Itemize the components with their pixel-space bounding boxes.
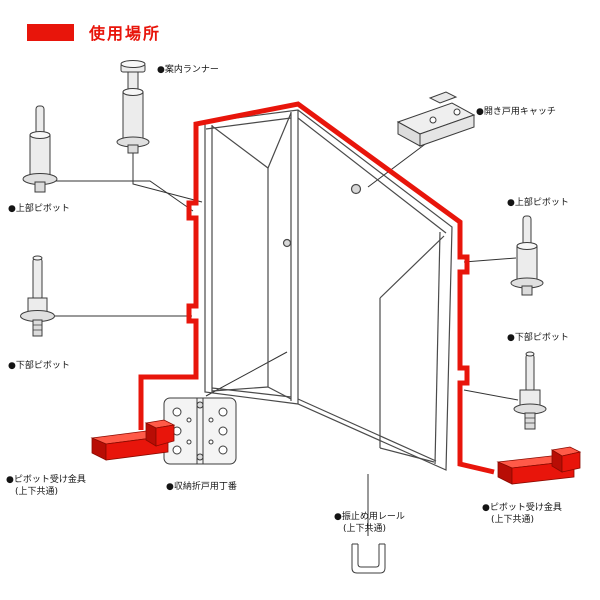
door-outline [204, 109, 453, 471]
title-swatch [27, 24, 74, 41]
label-lower-pivot-right: ●下部ピボット [507, 333, 569, 343]
label-pivot-receiver-left-sub: (上下共通) [15, 487, 59, 498]
lower-pivot-right-drawing [513, 351, 547, 430]
door-fold-right-bottom [379, 447, 435, 463]
label-rail: ●振止め用レール (上下共通) [334, 511, 405, 535]
rail-channel-drawing [351, 543, 386, 574]
page-title: 使用場所 [89, 24, 162, 43]
part-drawings [20, 60, 547, 574]
label-lower-pivot-left: ●下部ピボット [8, 361, 70, 371]
guide-runner-drawing [116, 60, 150, 154]
label-upper-pivot-right: ●上部ピボット [507, 198, 569, 208]
door-fold-top-left [211, 112, 292, 169]
label-pivot-receiver-left: ●ピボット受け金具 (上下共通) [6, 474, 86, 498]
leader-upper-pivot-left [52, 180, 194, 212]
lower-pivot-left-drawing [20, 255, 55, 337]
door-right-stile-inner [434, 231, 441, 465]
door-top-rail-inner-left [205, 117, 292, 130]
leader-lower-pivot-right [463, 389, 519, 401]
upper-pivot-right-drawing [510, 215, 544, 296]
label-pivot-receiver-right: ●ピボット受け金具 (上下共通) [482, 502, 562, 526]
red-route [138, 101, 495, 475]
folding-door-hinge-drawing [163, 397, 237, 465]
pivot-receiver-left-drawing [90, 419, 176, 461]
label-door-catch: ●開き戸用キャッチ [476, 107, 556, 117]
label-rail-main: ●振止め用レール [334, 512, 405, 522]
pivot-receiver-right-drawing [496, 446, 582, 485]
leader-runner [132, 152, 203, 203]
leader-upper-pivot-right [463, 257, 517, 263]
label-rail-sub: (上下共通) [343, 524, 387, 535]
label-pivot-receiver-right-main: ●ピボット受け金具 [482, 503, 562, 513]
label-pivot-receiver-right-sub: (上下共通) [491, 515, 535, 526]
upper-pivot-left-drawing [22, 105, 58, 193]
label-pivot-receiver-left-main: ●ピボット受け金具 [6, 475, 86, 485]
door-catch-drawing [396, 91, 476, 147]
door-fold-left-bottom-b [267, 386, 292, 400]
label-folding-door-hinge: ●収納折戸用丁番 [166, 482, 237, 492]
leader-hinge [205, 351, 288, 397]
door-fold-top-right [379, 235, 445, 299]
door-top-rail-inner-right [297, 117, 447, 234]
top-runner-dot [350, 183, 362, 195]
door-wireframe [204, 109, 453, 471]
door-bottom-rail-inner-right [297, 398, 437, 462]
label-guide-runner: ●案内ランナー [157, 65, 219, 75]
leader-lines [50, 141, 519, 536]
door-fold-left-bottom-a [211, 386, 269, 392]
center-hinge-dot [282, 238, 292, 248]
label-upper-pivot-left: ●上部ピボット [8, 204, 70, 214]
